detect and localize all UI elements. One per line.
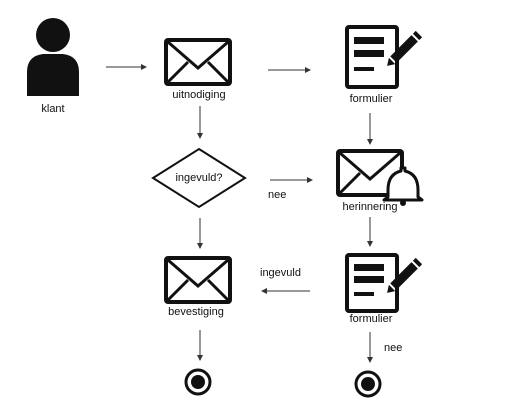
form-bottom-label: formulier bbox=[349, 313, 393, 325]
client-label: klant bbox=[41, 103, 65, 115]
person-icon bbox=[27, 18, 79, 96]
end-state-icon bbox=[354, 370, 382, 398]
decision-diamond bbox=[151, 147, 247, 209]
edge-label-ingevuld: ingevuld bbox=[260, 267, 301, 279]
edge-label-nee: nee bbox=[384, 342, 403, 354]
reminder-label: herinnering bbox=[342, 201, 398, 213]
end-state-icon bbox=[184, 368, 212, 396]
decision-label: ingevuld? bbox=[175, 172, 223, 184]
form-top-label: formulier bbox=[349, 93, 393, 105]
form-pencil-icon bbox=[345, 25, 423, 89]
envelope-bell-icon bbox=[336, 149, 424, 206]
envelope-icon bbox=[164, 256, 232, 304]
confirmation-label: bevestiging bbox=[168, 306, 224, 318]
edge-label-nee: nee bbox=[268, 189, 287, 201]
form-pencil-icon bbox=[345, 253, 423, 313]
envelope-icon bbox=[164, 38, 232, 86]
invitation-label: uitnodiging bbox=[172, 89, 226, 101]
